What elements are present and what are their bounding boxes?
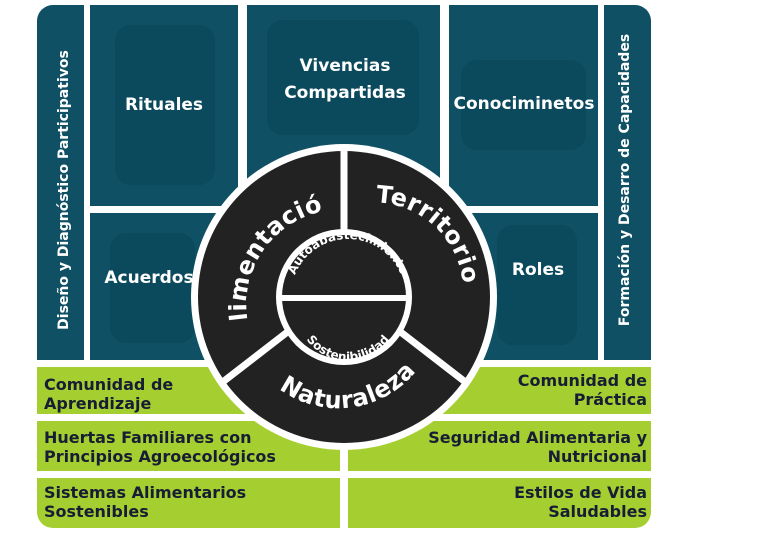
label-huertas: Huertas Familiares con Principios Agroec… (44, 428, 276, 466)
left-column (37, 5, 84, 360)
green-sistemas (37, 478, 340, 528)
box-conocimientos (449, 5, 598, 206)
label-comunidad-aprendizaje: Comunidad de Aprendizaje (44, 375, 174, 413)
label-vivencias: Vivencias Compartidas (284, 56, 406, 103)
label-roles: Roles (511, 259, 565, 280)
diagram-frame (37, 5, 651, 528)
label-comunidad-practica: Comunidad de Práctica (517, 371, 647, 409)
box-rituales (90, 5, 238, 206)
label-seguridad: Seguridad Alimentaria y Nutricional (428, 428, 647, 466)
right-column (604, 5, 651, 360)
label-sistemas: Sistemas Alimentarios Sostenibles (44, 483, 247, 521)
divider-right (395, 327, 467, 384)
label-estilos: Estilos de Vida Saludables (514, 483, 647, 521)
label-conocimientos: Conociminetos (453, 93, 595, 114)
divider-left (221, 327, 293, 384)
label-rituales: Rituales (124, 94, 204, 115)
green-estilos (348, 478, 651, 528)
label-acuerdos: Acuerdos (104, 267, 194, 288)
